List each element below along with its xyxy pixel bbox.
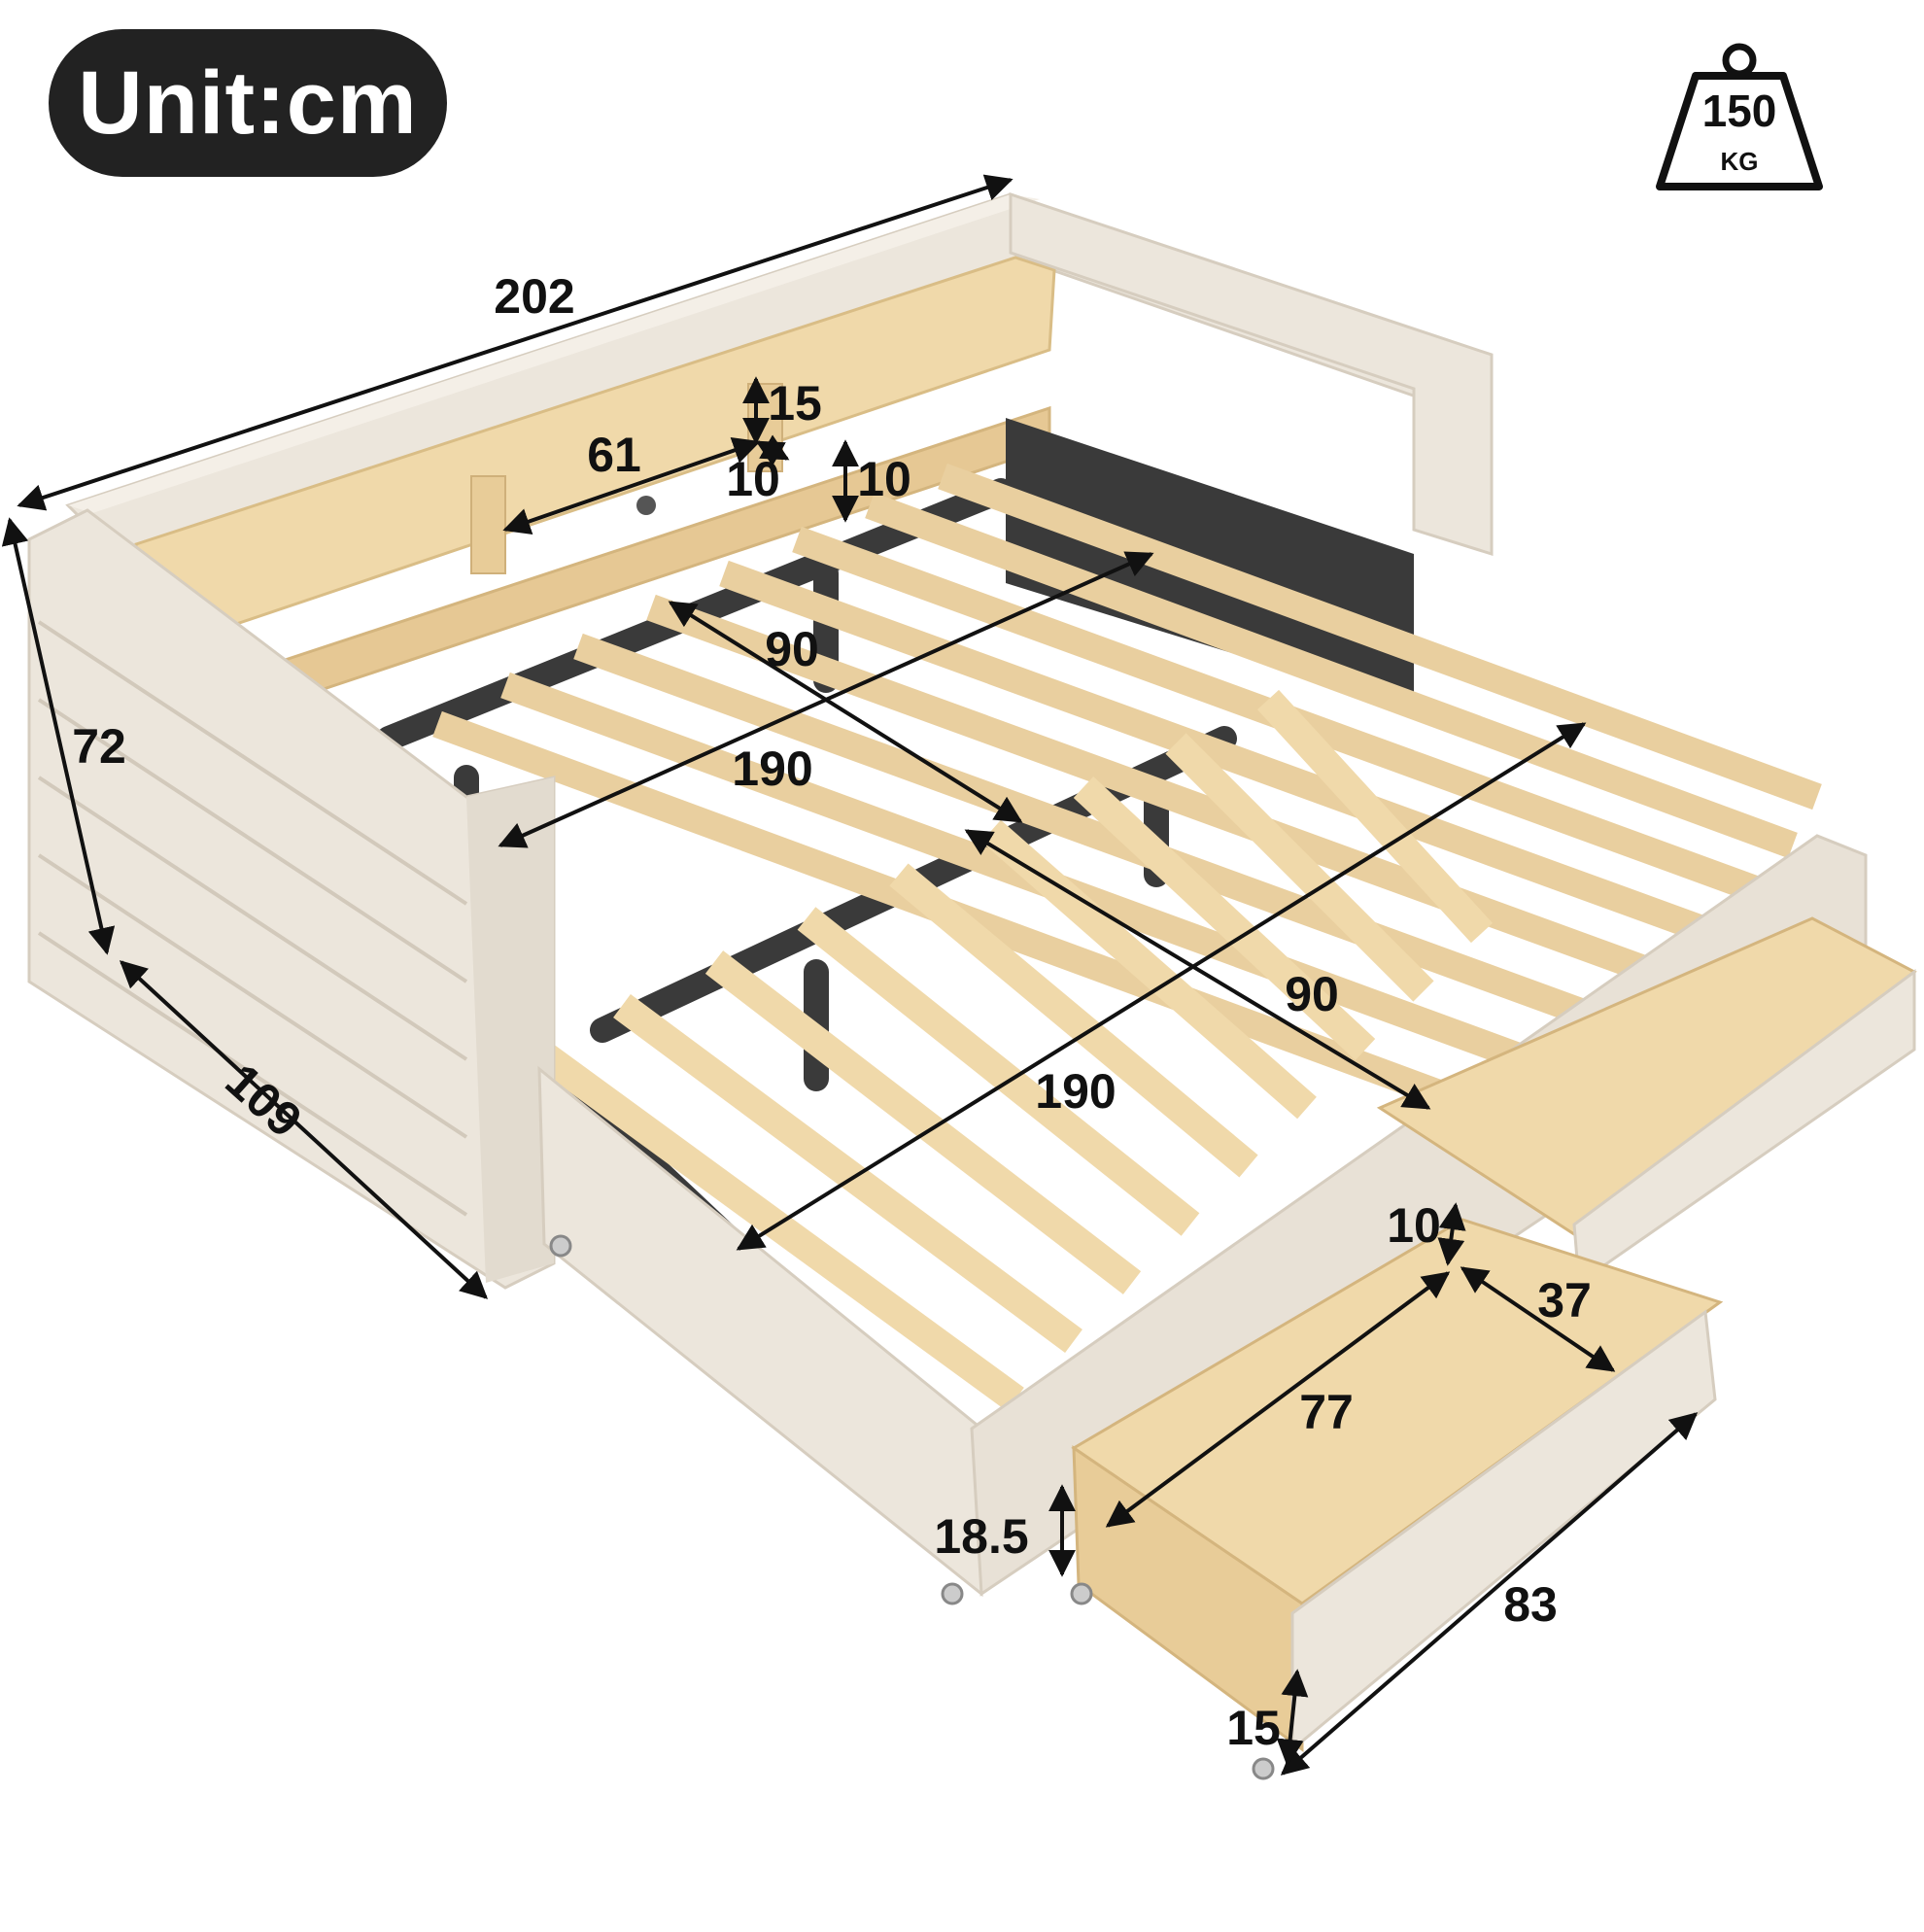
dim-drawer-depth: 37	[1537, 1273, 1592, 1328]
weight-capacity-icon: 150 KG	[1656, 43, 1823, 190]
dim-trundle-width: 90	[1285, 967, 1339, 1021]
usb-port-icon	[636, 496, 656, 515]
unit-badge: Unit:cm	[49, 29, 447, 177]
dimension-lines	[1, 174, 1699, 1776]
dim-shelf-compartment-height: 15	[768, 376, 822, 431]
dim-shelf-depth: 10	[857, 452, 911, 506]
dim-top-length: 190	[732, 742, 812, 796]
dim-trundle-length: 190	[1035, 1064, 1116, 1119]
dim-total-length: 202	[494, 269, 574, 324]
dim-top-width: 90	[765, 622, 819, 676]
unit-label: Unit:cm	[78, 52, 418, 153]
dim-drawer-gap: 10	[1387, 1198, 1441, 1253]
dim-drawer-side-height: 15	[1226, 1701, 1281, 1755]
dim-shelf-divider: 10	[726, 452, 780, 506]
weight-value: 150	[1702, 86, 1777, 136]
dimension-labels: 202 72 109 61 15 10 10 90 190 90 190 10 …	[72, 269, 1592, 1755]
dim-total-height: 72	[72, 719, 126, 774]
dim-drawer-front-height: 18.5	[934, 1509, 1028, 1564]
dim-shelf-length: 61	[587, 428, 641, 482]
caster-wheels	[549, 1234, 1275, 1780]
dim-drawer-outer-length: 83	[1503, 1577, 1558, 1632]
weight-unit: KG	[1721, 147, 1759, 176]
dim-drawer-inner-length: 77	[1299, 1385, 1354, 1439]
